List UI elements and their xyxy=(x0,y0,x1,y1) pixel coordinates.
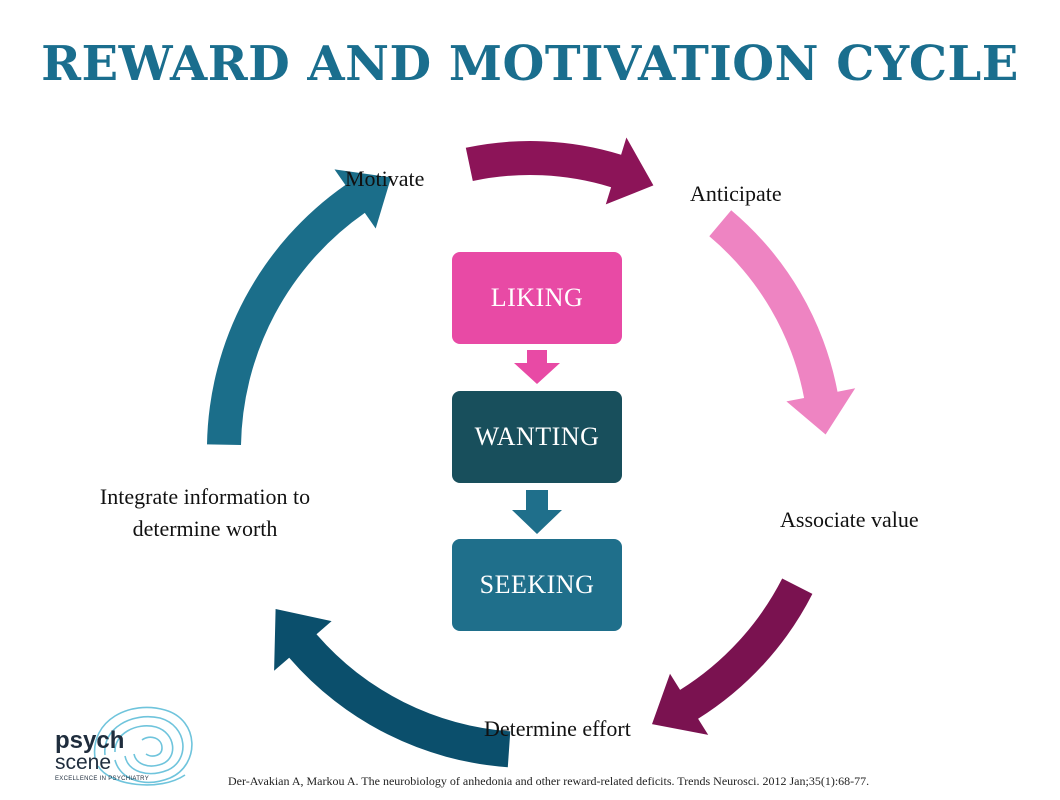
liking-box: LIKING xyxy=(452,252,622,344)
logo-tagline: EXCELLENCE IN PSYCHIATRY xyxy=(55,776,150,782)
label-determine-effort: Determine effort xyxy=(484,716,631,741)
diagram-title: REWARD AND MOTIVATION CYCLE xyxy=(41,36,1019,92)
label-associate-value: Associate value xyxy=(780,507,919,532)
label-integrate-information: Integrate information to determine worth xyxy=(60,481,350,545)
brain-swirl-icon xyxy=(93,706,193,786)
label-integrate-line1: Integrate information to xyxy=(99,484,311,509)
logo-word-scene: scene xyxy=(55,751,112,774)
arrow-motivate-to-anticipate xyxy=(465,137,654,205)
seeking-box: SEEKING xyxy=(452,539,622,631)
wanting-box: WANTING xyxy=(452,391,622,483)
psych-scene-logo: psych scene EXCELLENCE IN PSYCHIATRY xyxy=(50,700,210,790)
arrow-anticipate-to-associate-value xyxy=(709,210,856,435)
label-motivate: Motivate xyxy=(345,166,425,191)
logo-word-psych: psych xyxy=(55,727,125,754)
arrow-integrate-to-motivate xyxy=(207,169,392,445)
arrow-wanting-to-seeking xyxy=(512,490,562,534)
arrow-liking-to-wanting xyxy=(514,350,560,384)
label-anticipate: Anticipate xyxy=(690,181,782,206)
citation: Der-Avakian A, Markou A. The neurobiolog… xyxy=(228,774,870,788)
arrow-associate-value-to-determine-effort xyxy=(652,578,813,735)
arrow-determine-effort-to-integrate xyxy=(274,609,511,768)
label-integrate-line2: determine worth xyxy=(132,516,278,541)
